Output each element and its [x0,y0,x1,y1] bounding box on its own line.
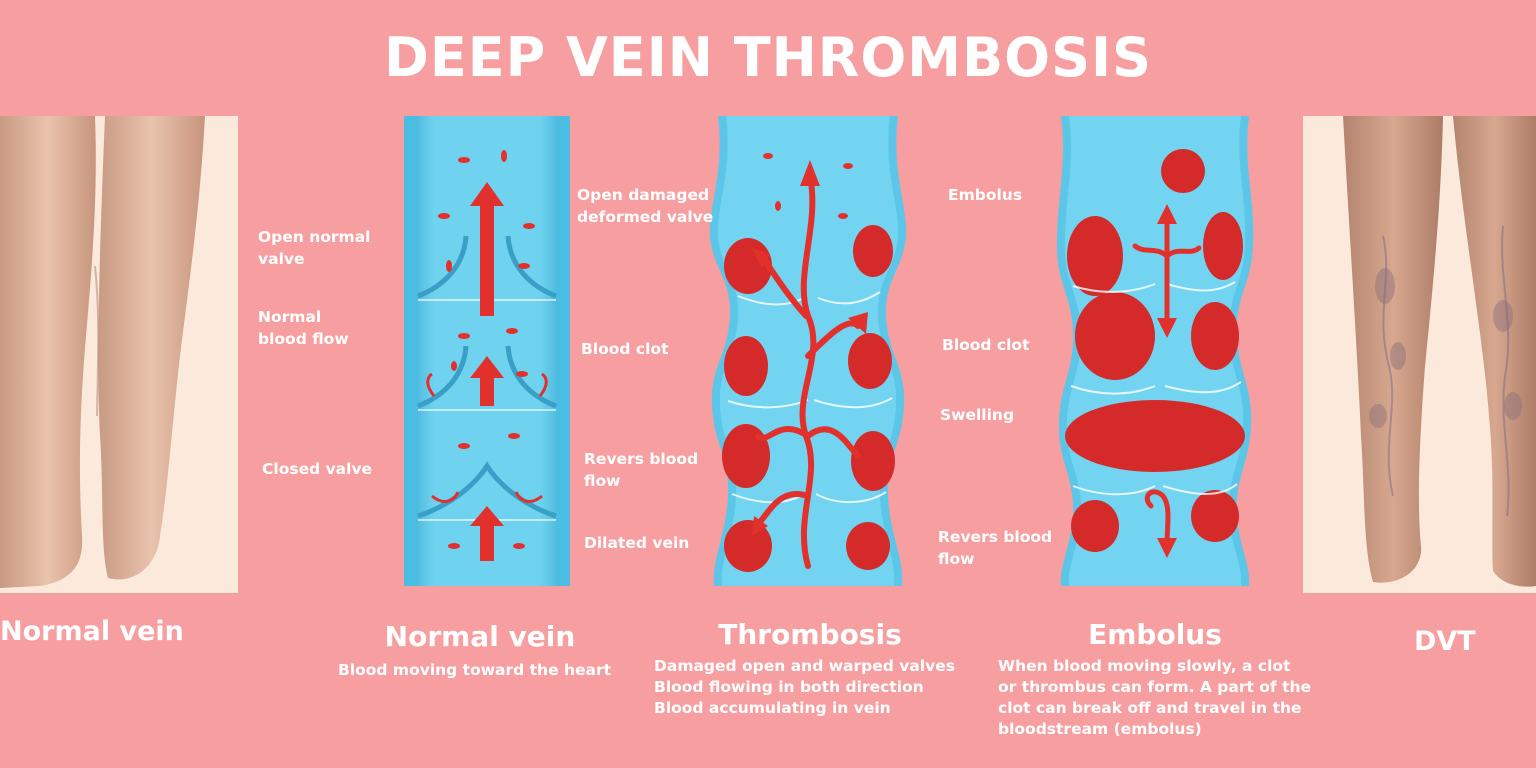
thrombosis-description: Damaged open and warped valves Blood flo… [654,657,955,717]
label-open-normal-valve: Open normal valve [258,228,371,268]
right-photo-caption: DVT [1414,626,1476,657]
normal-vein-svg [404,116,570,586]
thrombosis-svg [709,116,907,586]
label-embolus: Embolus [948,186,1023,204]
normal-legs-illustration [0,116,238,593]
embolus-svg [1057,116,1254,586]
dvt-legs-photo [1303,116,1536,593]
normal-legs-photo [0,116,238,593]
normal-vein-diagram [404,116,570,586]
embolus-diagram [1055,116,1255,586]
label-blood-clot-embolus: Blood clot [942,336,1030,354]
label-dilated-vein: Dilated vein [584,534,690,552]
embolus-description: When blood moving slowly, a clot or thro… [998,657,1312,738]
left-photo-caption: Normal vein [0,616,184,647]
thrombosis-diagram [708,116,908,586]
embolus-title: Embolus [1088,618,1222,651]
normal-vein-description: Blood moving toward the heart [338,661,612,679]
label-blood-clot-thrombosis: Blood clot [581,340,669,358]
label-normal-blood-flow: Normal blood flow [258,308,349,348]
label-closed-valve: Closed valve [262,460,373,478]
page-title: DEEP VEIN THROMBOSIS [384,26,1152,89]
thrombosis-title: Thrombosis [718,618,902,651]
normal-vein-title: Normal vein [384,620,576,653]
label-revers-blood-flow-embolus: Revers blood flow [938,528,1053,568]
label-revers-blood-flow-thrombosis: Revers blood flow [584,450,699,490]
dvt-legs-illustration [1303,116,1536,593]
label-open-damaged-valve: Open damaged deformed valve [577,186,714,226]
label-swelling: Swelling [940,406,1015,424]
